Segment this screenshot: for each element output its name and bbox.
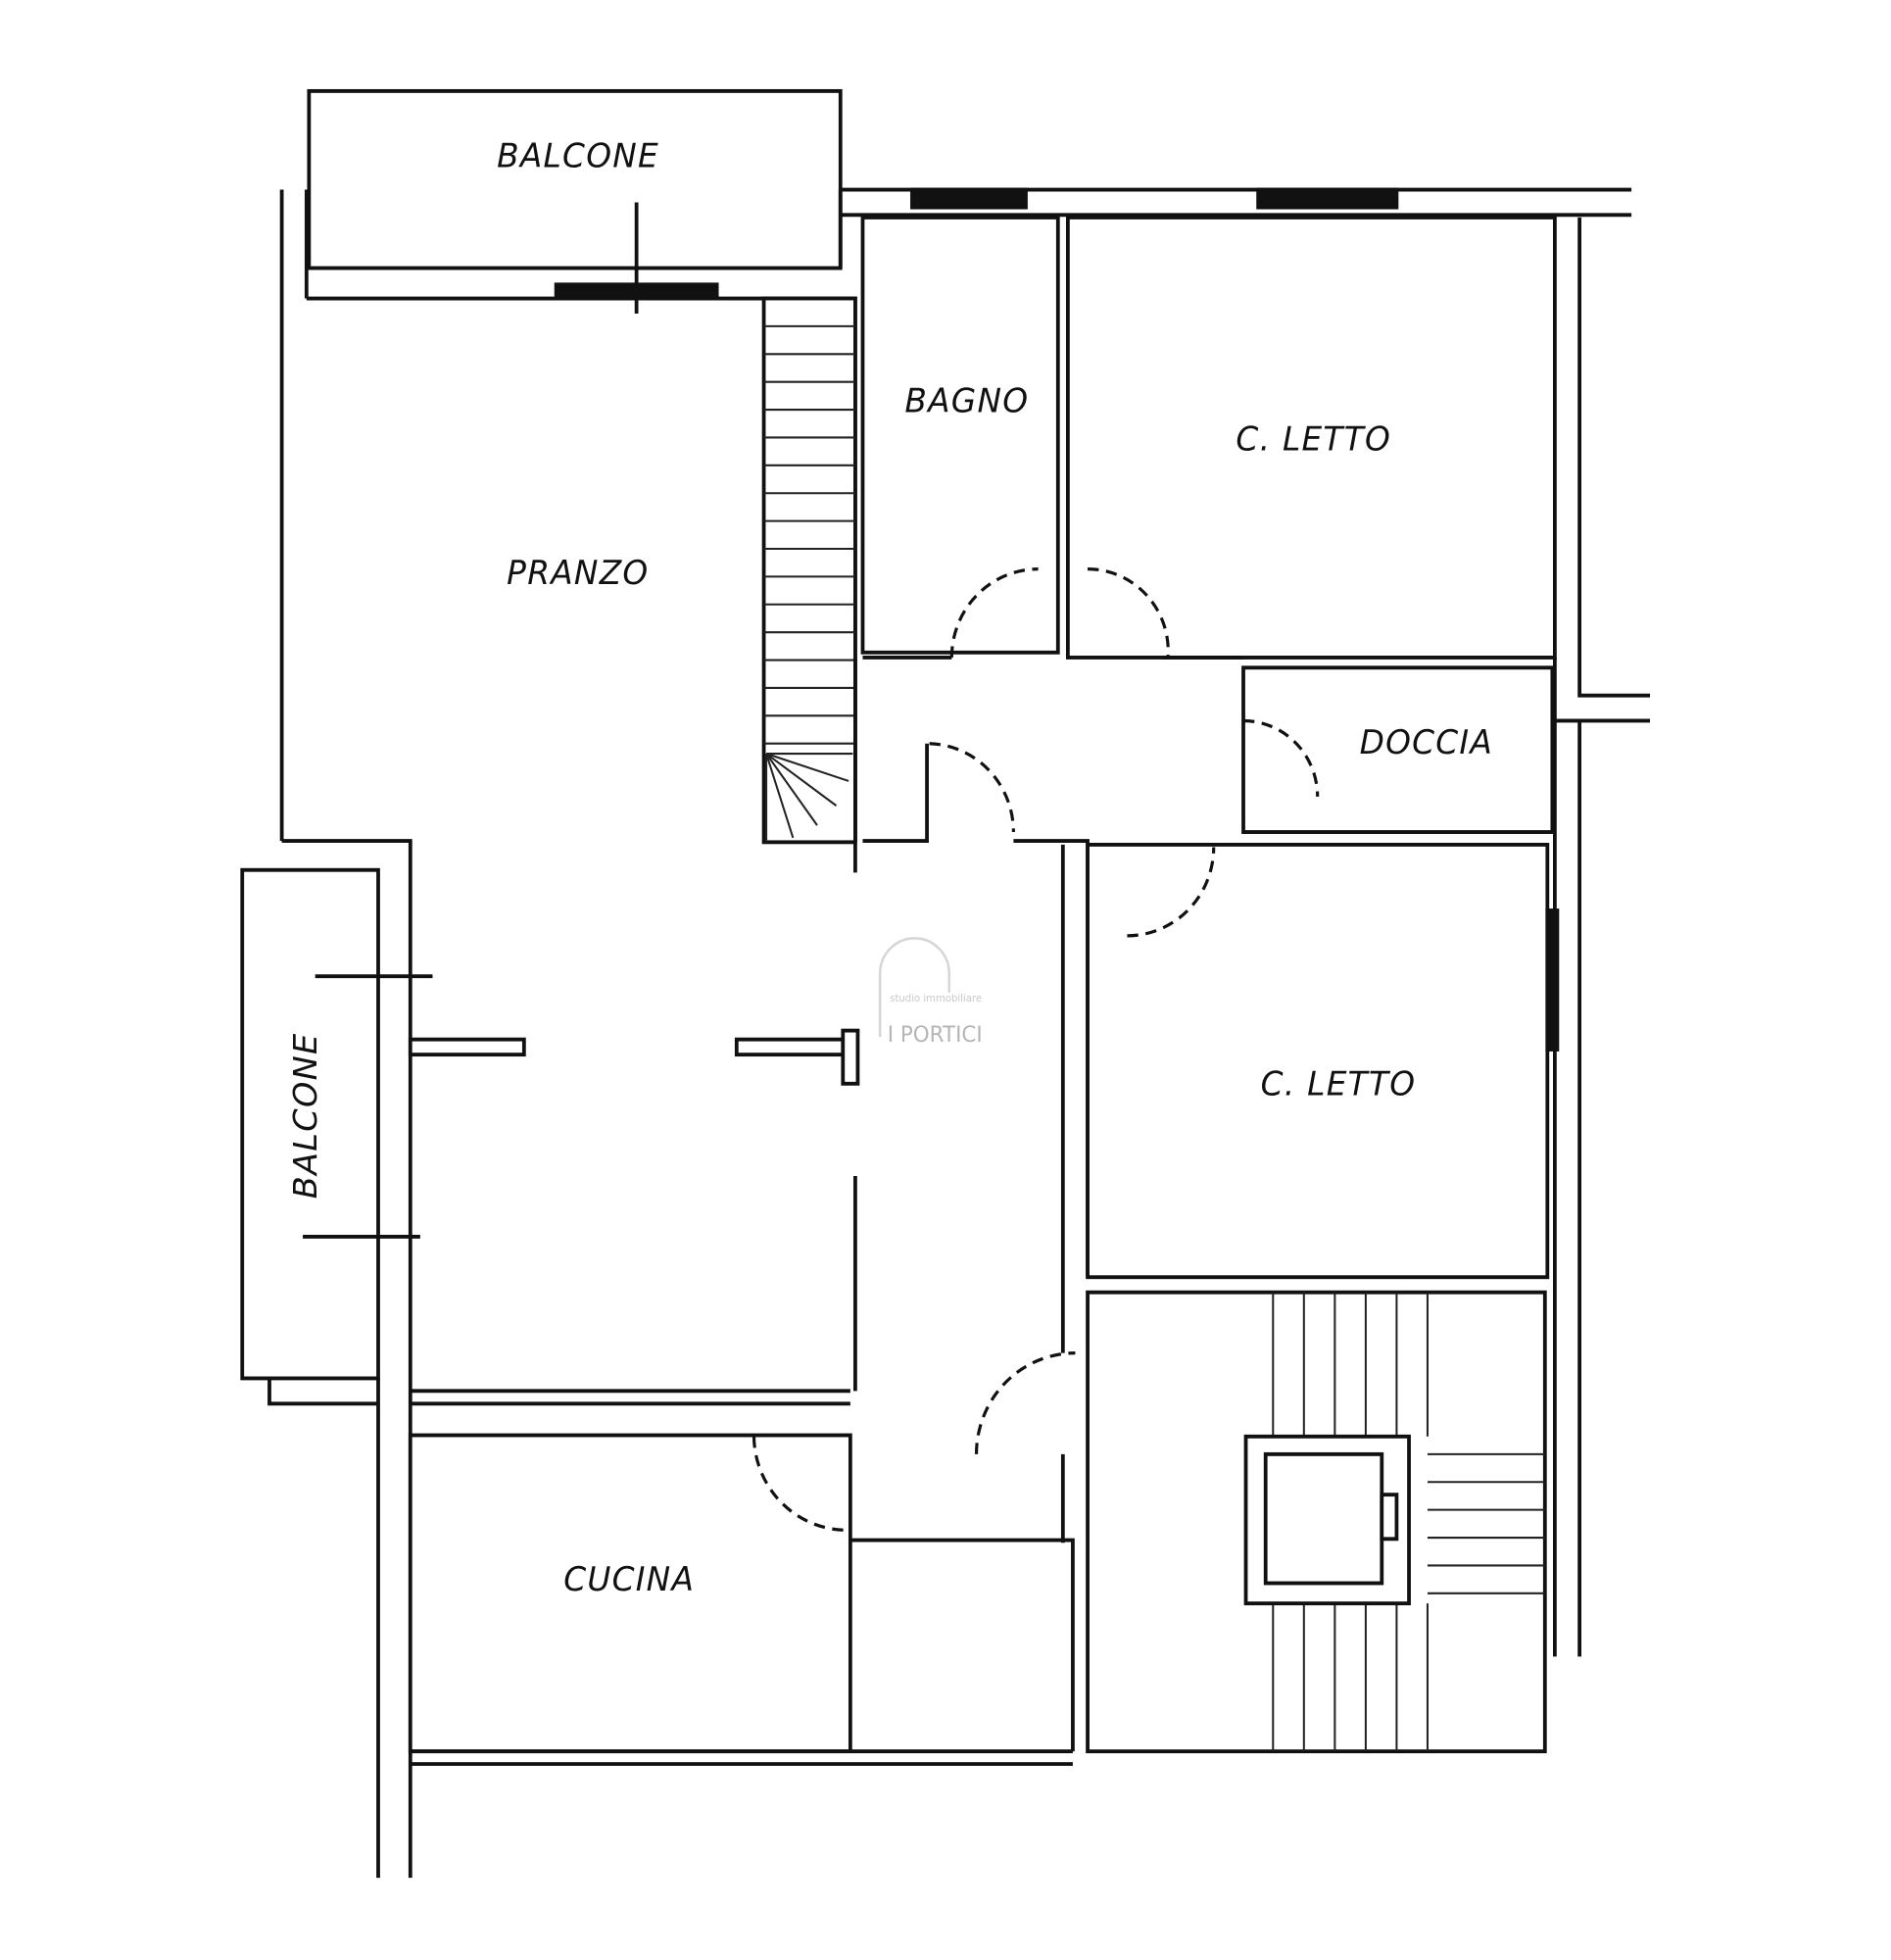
stair-tread	[765, 753, 795, 839]
label-letto-1: C. LETTO	[1236, 419, 1391, 458]
room-doccia	[1241, 665, 1555, 834]
room-letto-2	[1086, 843, 1550, 1280]
watermark-logo: studio immobiliare I PORTICI	[878, 937, 983, 1048]
stair-tread	[765, 753, 838, 807]
stair-tread	[765, 753, 849, 782]
label-cucina: CUCINA	[563, 1560, 695, 1598]
label-balcone-top: BALCONE	[497, 136, 659, 174]
room-bagno	[860, 216, 1060, 655]
label-letto-2: C. LETTO	[1261, 1064, 1417, 1102]
room-cucina	[408, 1433, 852, 1754]
balcony-top	[307, 88, 843, 270]
watermark-subtitle: studio immobiliare	[890, 994, 982, 1004]
label-bagno: BAGNO	[904, 381, 1029, 419]
stair-treads	[763, 324, 855, 843]
balcony-left	[240, 867, 380, 1381]
room-letto-1	[1065, 216, 1557, 660]
stair-tread	[765, 753, 818, 826]
label-pranzo: PRANZO	[507, 554, 649, 592]
label-doccia: DOCCIA	[1360, 723, 1493, 761]
label-balcone-left: BALCONE	[286, 1032, 324, 1199]
doors	[752, 567, 1320, 1532]
watermark-title: I PORTICI	[888, 1023, 983, 1048]
